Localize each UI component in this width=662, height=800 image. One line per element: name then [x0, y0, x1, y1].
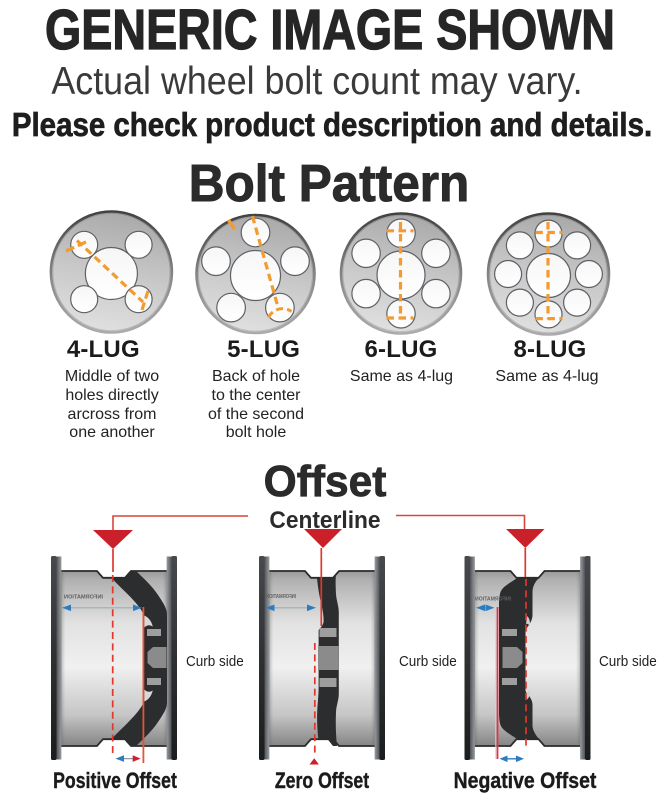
svg-text:INFORMATION: INFORMATION: [64, 595, 103, 601]
svg-text:INFORMATION: INFORMATION: [475, 597, 511, 603]
svg-text:INFORMATION: INFORMATION: [266, 594, 296, 600]
